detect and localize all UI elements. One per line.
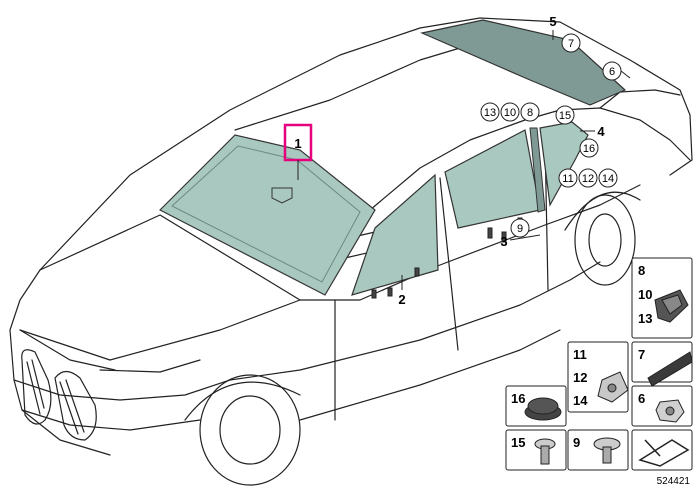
callout-6: 6: [602, 61, 631, 81]
svg-text:10: 10: [504, 107, 516, 119]
part-hex-nut-image: [655, 399, 685, 423]
part-bolt-image: [593, 437, 621, 464]
part-nut-image: [597, 371, 629, 403]
part-clip-image: [654, 289, 689, 323]
callout-16: 16: [579, 138, 599, 158]
callout-10: 10: [500, 102, 520, 122]
part-seal-strip-image: [647, 351, 693, 387]
windscreen-glass: [158, 134, 376, 296]
callout-15: 15: [555, 105, 575, 125]
callout-9: 9: [510, 218, 530, 238]
windscreen-inner-edge: [171, 145, 361, 283]
panel-label-10: 10: [638, 287, 652, 302]
svg-text:16: 16: [583, 143, 595, 155]
panel-label-13: 13: [638, 311, 652, 326]
label-windscreen: 1: [294, 136, 301, 151]
windscreen-sensor: [271, 187, 293, 204]
label-rear-window: 5: [549, 14, 556, 29]
callout-8: 8: [520, 102, 540, 122]
car-body: [9, 17, 693, 486]
quarter-seal-strip: [529, 127, 546, 213]
panel-label-9: 9: [573, 435, 580, 450]
callout-11: 11: [558, 168, 578, 188]
parts-cell-row4-right: [631, 429, 693, 471]
svg-text:7: 7: [568, 38, 574, 50]
svg-text:14: 14: [602, 173, 614, 185]
cutout-arrow-icon: [638, 439, 690, 467]
part-screw-image: [534, 438, 556, 465]
panel-label-16: 16: [511, 391, 525, 406]
panel-label-12: 12: [573, 370, 587, 385]
panel-label-6: 6: [638, 391, 645, 406]
label-front-door-window: 2: [398, 292, 405, 307]
callout-14: 14: [598, 168, 618, 188]
svg-text:13: 13: [484, 107, 496, 119]
quarter-glass: [539, 121, 589, 207]
panel-label-7: 7: [638, 347, 645, 362]
panel-label-11: 11: [573, 347, 587, 362]
svg-text:11: 11: [562, 173, 573, 185]
rear-window-glass: [420, 19, 627, 106]
callout-7: 7: [561, 33, 581, 53]
front-door-glass: [351, 173, 439, 296]
diagram-number: 524421: [657, 476, 691, 487]
label-quarter-window: 4: [597, 124, 605, 139]
label-rear-door-window: 3: [500, 234, 507, 249]
parts-panel: [505, 257, 693, 471]
callout-13: 13: [480, 102, 500, 122]
panel-label-14: 14: [573, 393, 588, 408]
svg-text:6: 6: [609, 66, 615, 78]
svg-text:12: 12: [582, 173, 594, 185]
panel-label-15: 15: [511, 435, 525, 450]
svg-text:9: 9: [517, 223, 523, 235]
svg-text:15: 15: [559, 110, 571, 122]
panel-label-8: 8: [638, 263, 645, 278]
svg-text:8: 8: [527, 107, 533, 119]
callout-12: 12: [578, 168, 598, 188]
part-cap-image: [524, 397, 562, 421]
rear-door-glass: [444, 129, 541, 229]
